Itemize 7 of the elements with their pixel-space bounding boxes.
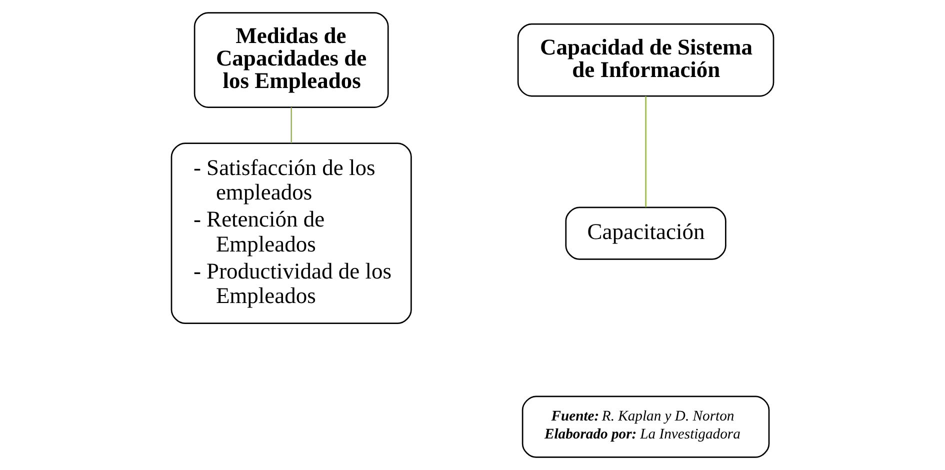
connector <box>290 107 292 144</box>
node-box: Capacidad de Sistema de Información <box>517 23 774 97</box>
node-box: Fuente: R. Kaplan y D. Norton Elaborado por: La Investigadora <box>522 396 770 458</box>
connector <box>645 96 646 208</box>
node-box: Capacitación <box>565 206 726 260</box>
node-box: Medidas de Capacidades de los Empleados <box>194 12 389 108</box>
node-box: - Satisfacción de los empleados - Retención de Empleados - Productividad de los Empleados <box>170 142 412 324</box>
